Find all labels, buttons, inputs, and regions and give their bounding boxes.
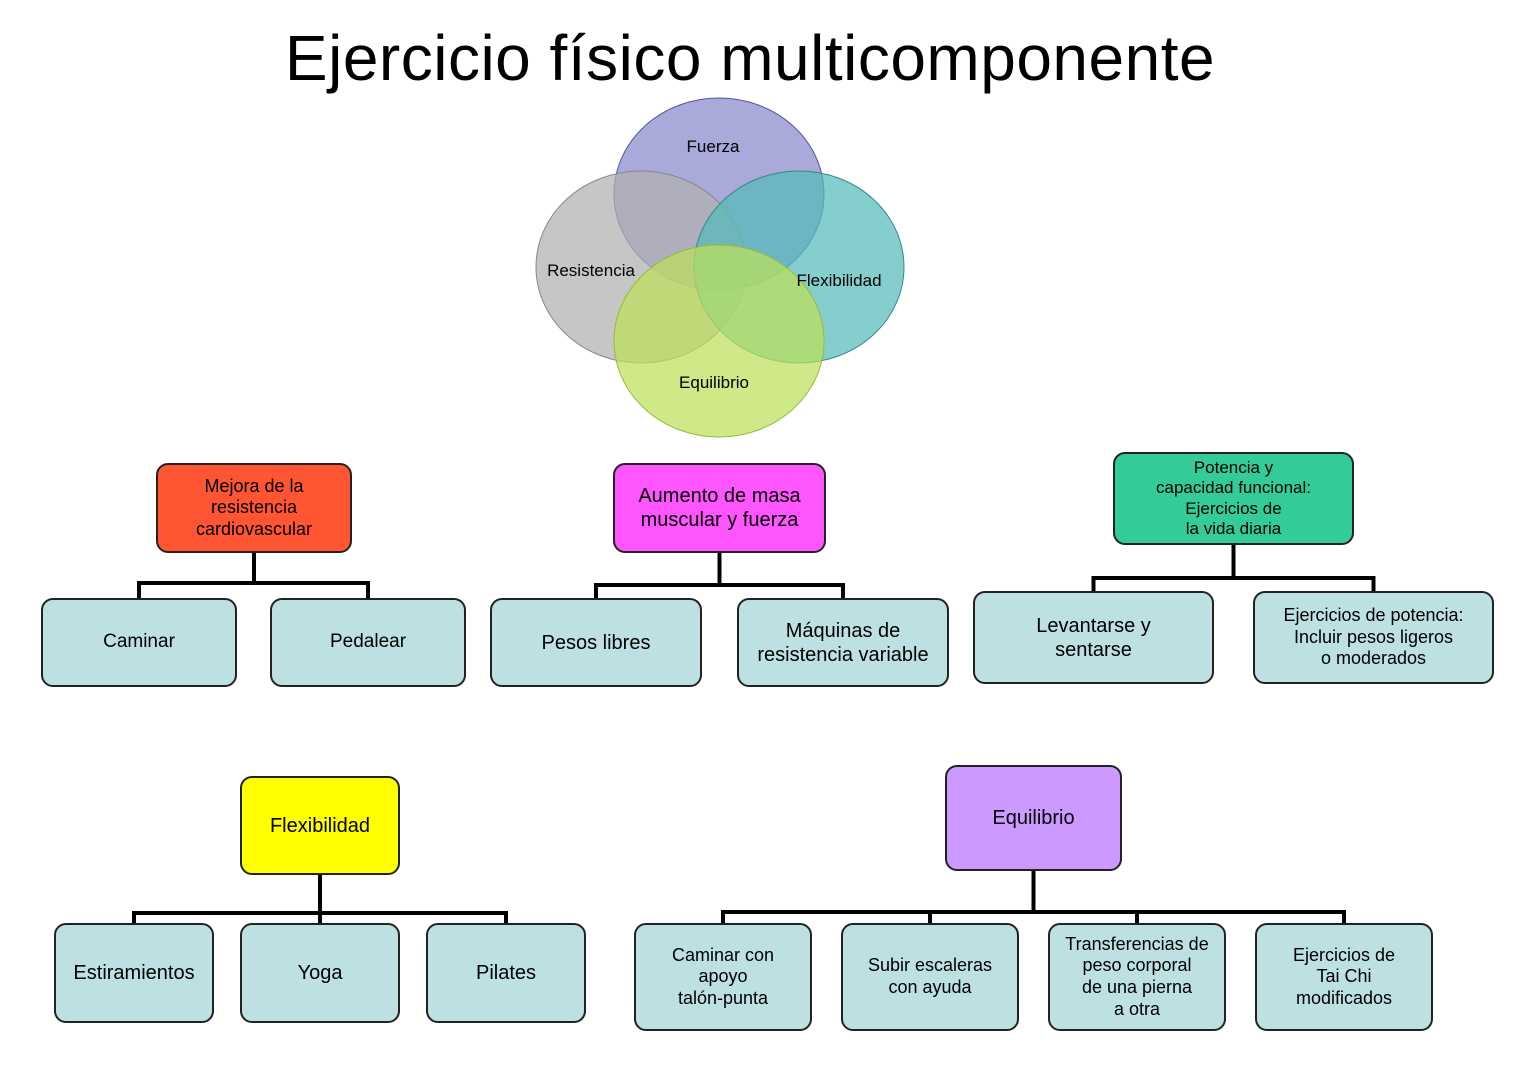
exercise-box-ejercicios-de: Ejercicios de Tai Chi modificados xyxy=(1255,923,1433,1031)
category-box-equilibrio: Equilibrio xyxy=(945,765,1122,871)
exercise-box-pilates: Pilates xyxy=(426,923,586,1023)
venn-circle-equilibrio xyxy=(613,244,825,438)
exercise-box-pesos-libres: Pesos libres xyxy=(490,598,702,687)
exercise-box-maquinas-de: Máquinas de resistencia variable xyxy=(737,598,949,687)
page-title: Ejercicio físico multicomponente xyxy=(284,22,1216,94)
exercise-box-subir-escaleras: Subir escaleras con ayuda xyxy=(841,923,1019,1031)
exercise-box-caminar: Caminar xyxy=(41,598,237,687)
exercise-box-estiramientos: Estiramientos xyxy=(54,923,214,1023)
venn-label-resistencia: Resistencia xyxy=(547,261,635,280)
tree-connectors xyxy=(132,543,1376,925)
venn-label-fuerza: Fuerza xyxy=(686,137,740,156)
category-box-mejora-de-la: Mejora de la resistencia cardiovascular xyxy=(156,463,352,553)
venn-label-equilibrio: Equilibrio xyxy=(679,373,749,392)
exercise-box-yoga: Yoga xyxy=(240,923,400,1023)
category-box-potencia-y: Potencia y capacidad funcional: Ejercici… xyxy=(1113,452,1354,545)
venn-label-flexibilidad: Flexibilidad xyxy=(796,271,882,290)
exercise-box-levantarse-y: Levantarse y sentarse xyxy=(973,591,1214,684)
exercise-box-transferencias-de: Transferencias de peso corporal de una p… xyxy=(1048,923,1226,1031)
exercise-box-ejercicios-de-potencia: Ejercicios de potencia: Incluir pesos li… xyxy=(1253,591,1494,684)
venn-diagram xyxy=(535,97,905,438)
exercise-box-pedalear: Pedalear xyxy=(270,598,466,687)
category-box-aumento-de-masa: Aumento de masa muscular y fuerza xyxy=(613,463,826,553)
exercise-box-caminar-con: Caminar con apoyo talón-punta xyxy=(634,923,812,1031)
category-box-flexibilidad: Flexibilidad xyxy=(240,776,400,875)
